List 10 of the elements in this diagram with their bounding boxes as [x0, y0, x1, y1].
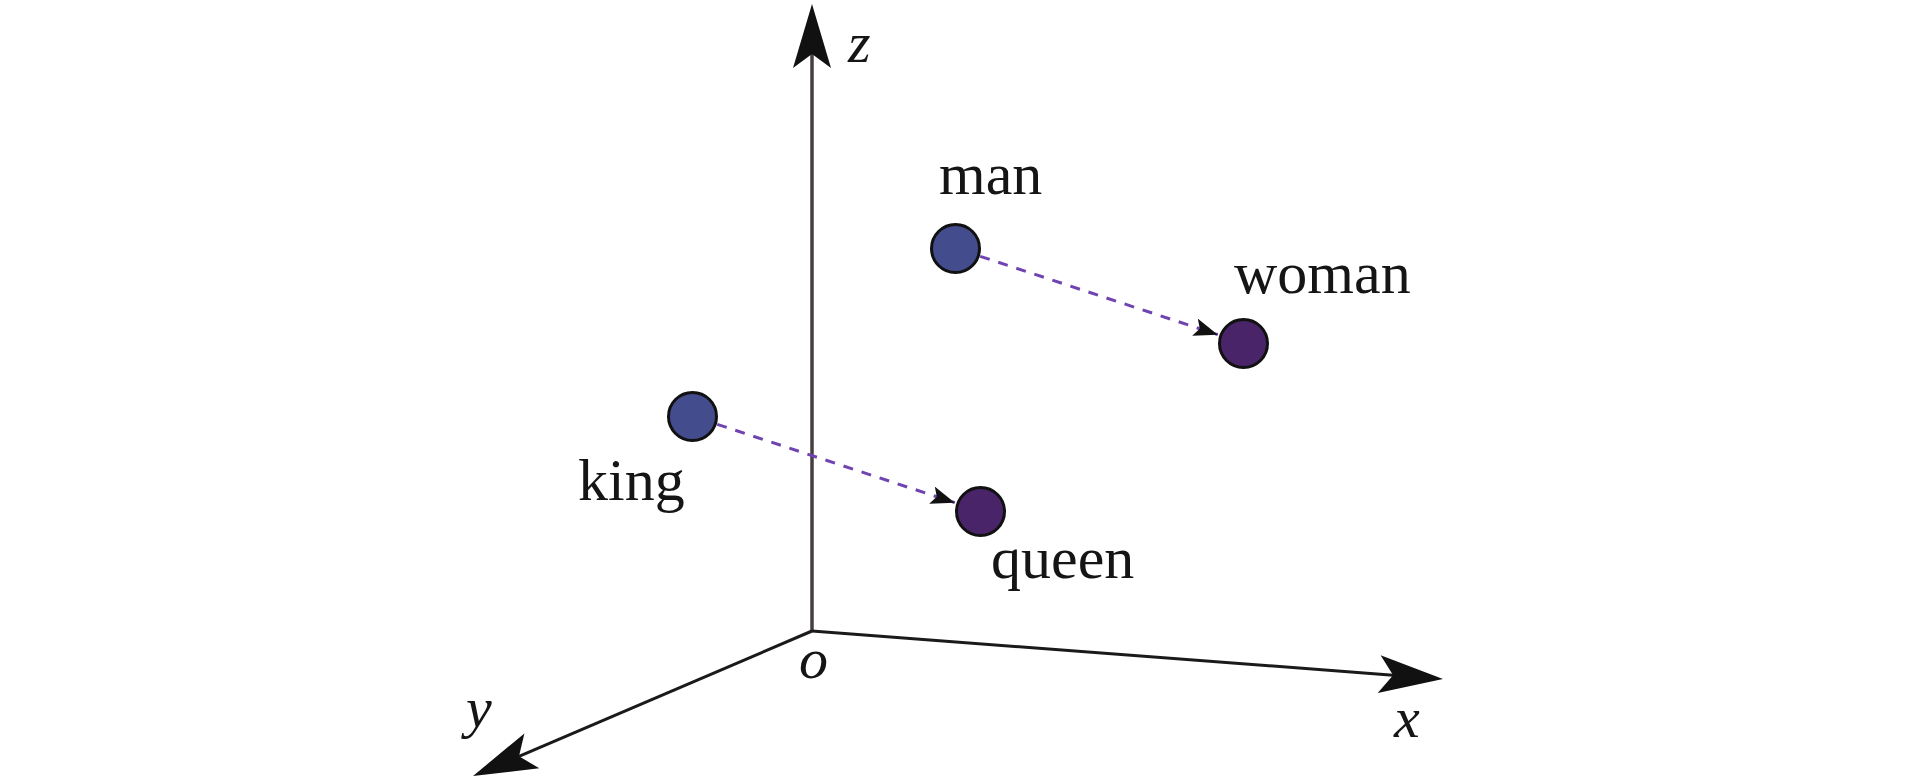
word-label: king	[577, 446, 686, 515]
word-label: man	[938, 140, 1044, 209]
origin-label: o	[798, 625, 829, 693]
dashed-arrow	[979, 254, 1219, 337]
axis-label: z	[846, 9, 872, 77]
dashed-arrow	[716, 422, 956, 505]
axis-label: x	[1392, 684, 1421, 752]
word-label: queen	[990, 524, 1136, 593]
word-label: woman	[1233, 239, 1412, 308]
axis-label: y	[462, 672, 496, 745]
